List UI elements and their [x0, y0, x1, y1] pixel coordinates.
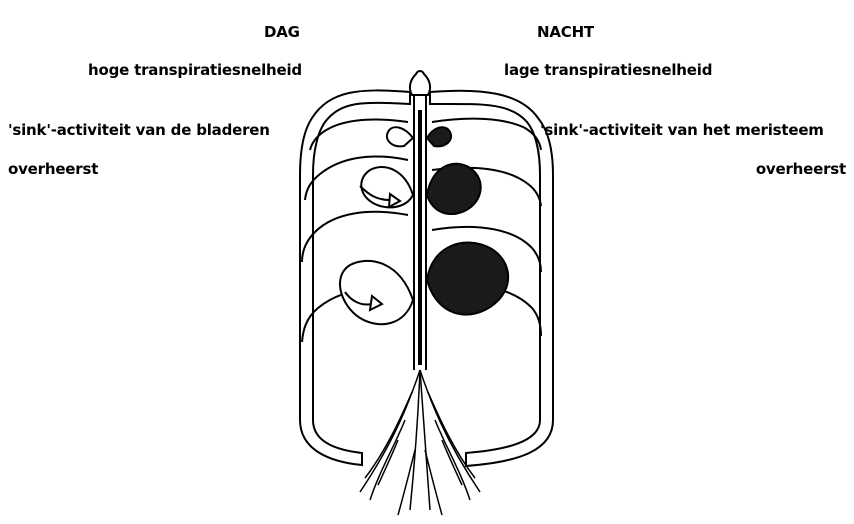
day-leaf-large [340, 261, 413, 324]
night-leaf-medium [427, 164, 481, 214]
day-heading: DAG [264, 23, 300, 41]
night-heading: NACHT [537, 23, 594, 41]
day-arc-4 [302, 212, 408, 262]
day-leaf-medium [361, 167, 413, 207]
day-leaf-small [387, 127, 413, 146]
day-sink-label: 'sink'-activiteit van de bladeren [8, 121, 270, 139]
apical-meristem [410, 71, 430, 95]
night-sink-overheerst: overheerst [756, 160, 846, 178]
night-leaf-large [427, 243, 508, 315]
day-sink-overheerst: overheerst [8, 160, 98, 178]
day-rate-label: hoge transpiratiesnelheid [88, 61, 302, 79]
roots [360, 370, 480, 515]
night-rate-label: lage transpiratiesnelheid [504, 61, 712, 79]
night-leaf-small [427, 127, 451, 146]
night-sink-label: 'sink'-activiteit van het meristeem [540, 121, 824, 139]
